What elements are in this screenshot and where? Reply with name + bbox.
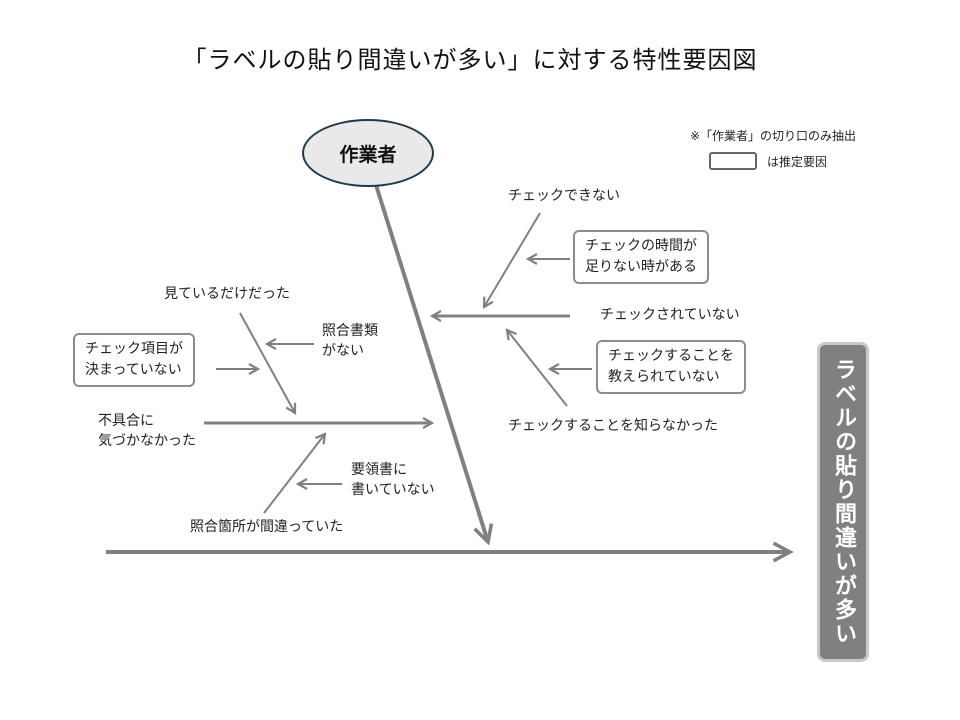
effect-box: ラベルの貼り間違いが多い <box>817 342 869 662</box>
cause-box-line: チェック項目が <box>85 341 183 357</box>
category-label: 作業者 <box>339 143 397 166</box>
bone-wrong-matching <box>263 434 325 514</box>
cause-not-in-procedure: 要領書に 書いていない <box>351 460 435 500</box>
cause-line: 不具合に <box>98 413 154 429</box>
cause-line: 照合書類 <box>322 323 378 339</box>
category-ellipse-worker: 作業者 <box>302 119 434 187</box>
cause-not-checked: チェックされていない <box>600 307 740 323</box>
legend-label: は推定要因 <box>767 155 828 169</box>
scope-note: ※「作業者」の切り口のみ抽出 <box>690 129 857 143</box>
cause-box-line: チェックの時間が <box>585 238 697 254</box>
cause-unnoticed-defect: 不具合に 気づかなかった <box>98 411 196 451</box>
bone-unaware-to-check <box>507 330 568 407</box>
cause-line: 要領書に <box>351 462 407 478</box>
category-bone-arrow <box>374 184 488 542</box>
cause-wrong-matching: 照合箇所が間違っていた <box>190 519 344 535</box>
cause-box-line: 決まっていない <box>85 362 182 378</box>
cause-box-not-taught: チェックすることを 教えられていない <box>596 340 746 394</box>
cause-line: 書いていない <box>351 482 435 498</box>
cause-no-reference-docs: 照合書類 がない <box>322 321 378 361</box>
cause-line: がない <box>322 343 364 359</box>
cause-box-line: 足りない時がある <box>585 259 697 275</box>
page-title: 「ラベルの貼り間違いが多い」に対する特性要因図 <box>182 46 758 74</box>
cause-only-looked: 見ているだけだった <box>164 286 290 302</box>
cause-unaware-to-check: チェックすることを知らなかった <box>508 418 718 434</box>
cause-line: 気づかなかった <box>98 433 196 449</box>
cause-box-line: チェックすることを <box>608 348 734 364</box>
cause-box-items-undecided: チェック項目が 決まっていない <box>73 333 195 387</box>
legend-swatch <box>709 152 757 170</box>
cause-cannot-check: チェックできない <box>508 188 620 204</box>
effect-label: ラベルの貼り間違いが多い <box>831 358 856 646</box>
cause-box-line: 教えられていない <box>608 369 720 385</box>
bone-cannot-check <box>484 212 541 307</box>
cause-box-no-time: チェックの時間が 足りない時がある <box>573 230 709 284</box>
bone-only-looked <box>239 312 295 413</box>
